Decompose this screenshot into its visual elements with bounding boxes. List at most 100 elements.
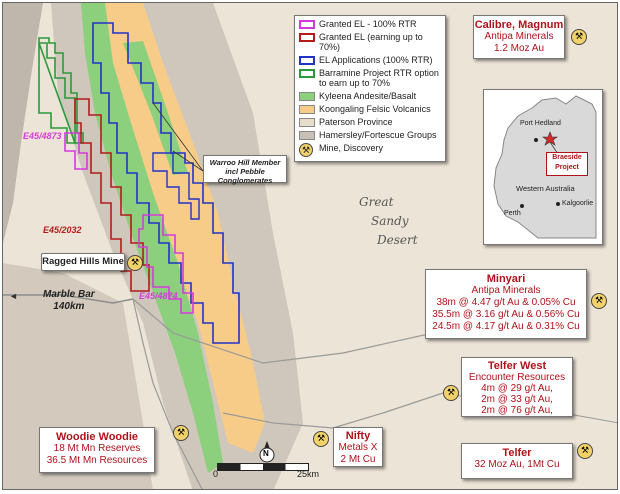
desert-line-3: Desert	[377, 233, 418, 247]
braeside-callout: Braeside Project	[546, 152, 588, 176]
ragged-hills-box: Ragged Hills Mine	[41, 253, 125, 271]
legend-item: ⚒Mine, Discovery	[299, 143, 441, 157]
western-australia-label: Western Australia	[516, 184, 575, 193]
andesite-belt	[81, 3, 223, 473]
braeside-line-1: Braeside	[552, 154, 582, 161]
woodie-woodie-box: Woodie Woodie 18 Mt Mn Reserves 36.5 Mt …	[39, 427, 155, 473]
minyari-mine-icon: ⚒	[591, 293, 607, 309]
north-arrow-icon: N	[255, 441, 279, 467]
port-hedland-label: Port Hedland	[520, 120, 561, 127]
granted-100-outline-north	[64, 132, 88, 170]
legend-item: Hamersley/Fortescue Groups	[299, 130, 441, 140]
e45-4874-label: E45/4874	[139, 291, 178, 301]
felsic-belt	[91, 3, 265, 453]
legend-swatch	[299, 20, 315, 29]
telfer-west-line-3: 2m @ 33 g/t Au,	[481, 394, 553, 405]
legend-swatch	[299, 92, 315, 101]
warroo-label: Warroo Hill Member incl Pebble Conglomer…	[209, 158, 281, 185]
road-marble-bar	[3, 294, 134, 304]
warroo-leader-2	[172, 150, 204, 172]
marble-bar-line-2: 140km	[53, 301, 85, 312]
road-south	[132, 298, 203, 489]
kalgoorlie-label: Kalgoorlie	[562, 200, 594, 207]
telfer-line-1: 32 Moz Au, 1Mt Cu	[474, 459, 560, 470]
minyari-line-2: 38m @ 4.47 g/t Au & 0.05% Cu	[436, 297, 576, 308]
scale-start-label: 0	[213, 469, 219, 479]
woodie-mine-icon: ⚒	[173, 425, 189, 441]
marble-bar-label: Marble Bar 140km	[43, 289, 95, 313]
legend-label: Granted EL - 100% RTR	[319, 19, 417, 29]
nifty-mine-icon: ⚒	[313, 431, 329, 447]
telfer-west-title: Telfer West	[487, 360, 547, 372]
warroo-label-box: Warroo Hill Member incl Pebble Conglomer…	[203, 155, 287, 185]
desert-line-2: Sandy	[371, 214, 409, 228]
el-applications-outline-2	[152, 152, 200, 220]
legend-swatch	[299, 118, 315, 127]
legend-label: Hamersley/Fortescue Groups	[319, 130, 437, 140]
wa-outline	[493, 95, 597, 239]
ragged-hills-label: Ragged Hills Mine	[42, 256, 124, 267]
calibre-mine-icon: ⚒	[571, 29, 587, 45]
ragged-hills-mine-icon: ⚒	[127, 255, 143, 271]
legend-swatch	[299, 33, 315, 42]
perth-label: Perth	[504, 210, 521, 217]
telfer-west-line-4: 2m @ 76 g/t Au,	[481, 405, 553, 416]
minyari-line-1: Antipa Minerals	[471, 285, 541, 296]
calibre-title: Calibre, Magnum	[474, 19, 564, 31]
great-sandy-desert-label: Great Sandy Desert	[359, 193, 418, 250]
scale-end-label: 25km	[297, 469, 320, 479]
legend-swatch	[299, 105, 315, 114]
e45-4873-label: E45/4873	[23, 131, 62, 141]
minyari-title: Minyari	[486, 273, 526, 285]
scale-bar	[217, 463, 309, 471]
nifty-title: Nifty	[345, 430, 371, 442]
granted-100-outline-south	[138, 214, 194, 314]
legend-label: Granted EL (earning up to 70%)	[319, 32, 423, 52]
legend-item: EL Applications (100% RTR)	[299, 55, 441, 65]
desert-line-1: Great	[359, 195, 394, 209]
map-legend: Granted EL - 100% RTR Granted EL (earning…	[294, 15, 446, 162]
warroo-leader-1	[152, 102, 204, 172]
el-applications-outline	[92, 22, 240, 344]
legend-item: Paterson Province	[299, 117, 441, 127]
legend-label: Koongaling Felsic Volcanics	[319, 104, 431, 114]
hamersley-left	[3, 3, 43, 243]
telfer-west-line-1: Encounter Resources	[468, 372, 566, 383]
marble-bar-arrow-icon: ◄	[9, 291, 18, 301]
calibre-line-1: Antipa Minerals	[484, 31, 554, 42]
north-label: N	[263, 449, 269, 458]
e45-2032-label: E45/2032	[43, 225, 82, 235]
minyari-box: Minyari Antipa Minerals 38m @ 4.47 g/t A…	[425, 269, 587, 339]
legend-label: Paterson Province	[319, 117, 393, 127]
location-inset: Port Hedland Braeside Project Western Au…	[483, 89, 603, 245]
telfer-west-box: Telfer West Encounter Resources 4m @ 29 …	[461, 357, 573, 417]
legend-item: Granted EL - 100% RTR	[299, 19, 441, 29]
legend-label: EL Applications (100% RTR)	[319, 55, 433, 65]
marble-bar-line-1: Marble Bar	[43, 289, 95, 300]
woodie-line-1: 18 Mt Mn Reserves	[53, 443, 141, 454]
legend-swatch	[299, 69, 315, 78]
minyari-line-3: 35.5m @ 3.16 g/t Au & 0.56% Cu	[432, 309, 580, 320]
legend-item: Kyleena Andesite/Basalt	[299, 91, 441, 101]
legend-swatch	[299, 131, 315, 140]
telfer-west-line-2: 4m @ 29 g/t Au,	[481, 383, 553, 394]
legend-label: Barramine Project RTR option to earn up …	[319, 68, 439, 88]
telfer-title: Telfer	[502, 447, 532, 459]
legend-item: Barramine Project RTR option to earn up …	[299, 68, 441, 88]
granted-70-outline	[74, 98, 150, 292]
calibre-magnum-box: Calibre, Magnum Antipa Minerals 1.2 Moz …	[473, 15, 565, 59]
nifty-box: Nifty Metals X 2 Mt Cu	[333, 427, 383, 467]
nifty-line-2: 2 Mt Cu	[340, 454, 376, 465]
telfer-west-mine-icon: ⚒	[443, 385, 459, 401]
legend-label: Kyleena Andesite/Basalt	[319, 91, 417, 101]
telfer-box: Telfer 32 Moz Au, 1Mt Cu	[461, 443, 573, 479]
legend-swatch	[299, 56, 315, 65]
legend-item: Koongaling Felsic Volcanics	[299, 104, 441, 114]
woodie-title: Woodie Woodie	[55, 431, 139, 443]
legend-item: Granted EL (earning up to 70%)	[299, 32, 441, 52]
telfer-mine-icon: ⚒	[577, 443, 593, 459]
woodie-line-2: 36.5 Mt Mn Resources	[46, 455, 148, 466]
legend-label: Mine, Discovery	[319, 143, 384, 153]
nifty-line-1: Metals X	[338, 442, 378, 453]
